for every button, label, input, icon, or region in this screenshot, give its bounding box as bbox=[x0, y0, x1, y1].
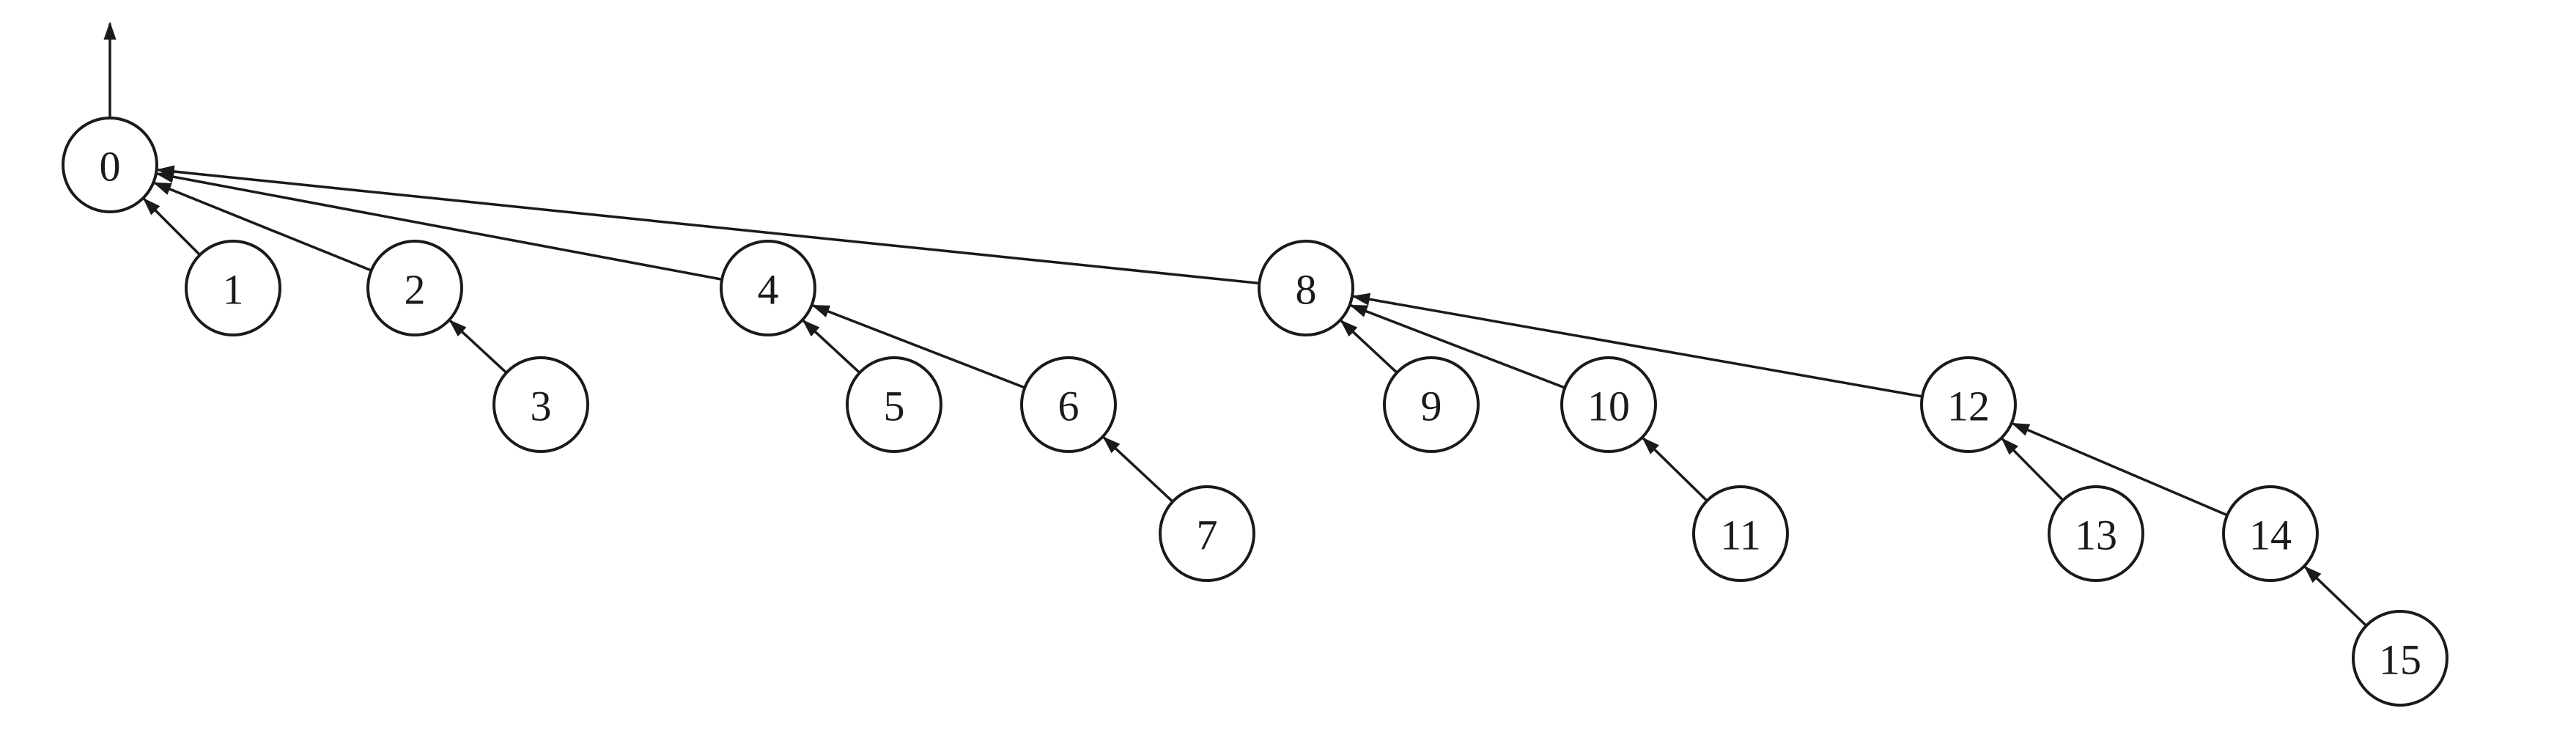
node-circle bbox=[1258, 240, 1354, 336]
node-circle bbox=[492, 356, 589, 453]
node-circle bbox=[846, 356, 942, 453]
edge-14-to-12 bbox=[2011, 422, 2228, 517]
tree-node-0: 0 bbox=[62, 117, 158, 213]
edge-2-to-0 bbox=[152, 182, 372, 272]
node-label: 15 bbox=[2379, 636, 2421, 684]
tree-node-8: 8 bbox=[1258, 240, 1354, 336]
tree-node-12: 12 bbox=[1920, 356, 2017, 453]
node-circle bbox=[2222, 485, 2319, 582]
node-label: 4 bbox=[758, 266, 779, 314]
node-label: 9 bbox=[1421, 383, 1442, 430]
node-circle bbox=[720, 240, 816, 336]
edge-3-to-2 bbox=[449, 320, 508, 374]
edge-1-to-0 bbox=[142, 197, 201, 256]
node-circle bbox=[2352, 610, 2448, 707]
tree-node-10: 10 bbox=[1560, 356, 1657, 453]
edge-8-to-0 bbox=[156, 165, 1260, 285]
node-circle bbox=[1920, 356, 2017, 453]
node-label: 8 bbox=[1296, 266, 1317, 314]
node-label: 13 bbox=[2075, 512, 2117, 559]
edges-layer bbox=[103, 21, 2368, 627]
node-label: 5 bbox=[884, 383, 905, 430]
edge-7-to-6 bbox=[1102, 436, 1174, 503]
edge-5-to-4 bbox=[802, 320, 861, 374]
tree-node-11: 11 bbox=[1692, 485, 1789, 582]
node-circle bbox=[62, 117, 158, 213]
tree-node-3: 3 bbox=[492, 356, 589, 453]
edge-4-to-0 bbox=[155, 170, 723, 281]
tree-node-9: 9 bbox=[1383, 356, 1480, 453]
node-circle bbox=[185, 240, 281, 336]
node-label: 10 bbox=[1587, 383, 1630, 430]
edge-10-to-8 bbox=[1349, 304, 1565, 389]
node-circle bbox=[1020, 356, 1117, 453]
node-circle bbox=[2048, 485, 2144, 582]
node-circle bbox=[1383, 356, 1480, 453]
tree-node-4: 4 bbox=[720, 240, 816, 336]
node-circle bbox=[1560, 356, 1657, 453]
tree-node-5: 5 bbox=[846, 356, 942, 453]
tree-node-1: 1 bbox=[185, 240, 281, 336]
edge-9-to-8 bbox=[1340, 320, 1398, 374]
node-label: 1 bbox=[223, 266, 244, 314]
tree-node-13: 13 bbox=[2048, 485, 2144, 582]
tree-node-7: 7 bbox=[1159, 485, 1255, 582]
edge-11-to-10 bbox=[1642, 437, 1708, 502]
tree-node-6: 6 bbox=[1020, 356, 1117, 453]
node-circle bbox=[1692, 485, 1789, 582]
node-label: 0 bbox=[100, 143, 121, 191]
node-circle bbox=[1159, 485, 1255, 582]
node-label: 12 bbox=[1947, 383, 1990, 430]
node-label: 11 bbox=[1720, 512, 1761, 559]
node-label: 3 bbox=[531, 383, 552, 430]
node-label: 14 bbox=[2249, 512, 2292, 559]
node-circle bbox=[366, 240, 463, 336]
node-label: 7 bbox=[1197, 512, 1218, 559]
node-label: 6 bbox=[1058, 383, 1080, 430]
edge-6-to-4 bbox=[811, 304, 1025, 389]
edge-15-to-14 bbox=[2303, 566, 2368, 627]
tree-node-2: 2 bbox=[366, 240, 463, 336]
tree-node-14: 14 bbox=[2222, 485, 2319, 582]
node-label: 2 bbox=[405, 266, 426, 314]
edge-12-to-8 bbox=[1351, 292, 1923, 398]
tree-node-15: 15 bbox=[2352, 610, 2448, 707]
edge-13-to-12 bbox=[2001, 438, 2064, 501]
